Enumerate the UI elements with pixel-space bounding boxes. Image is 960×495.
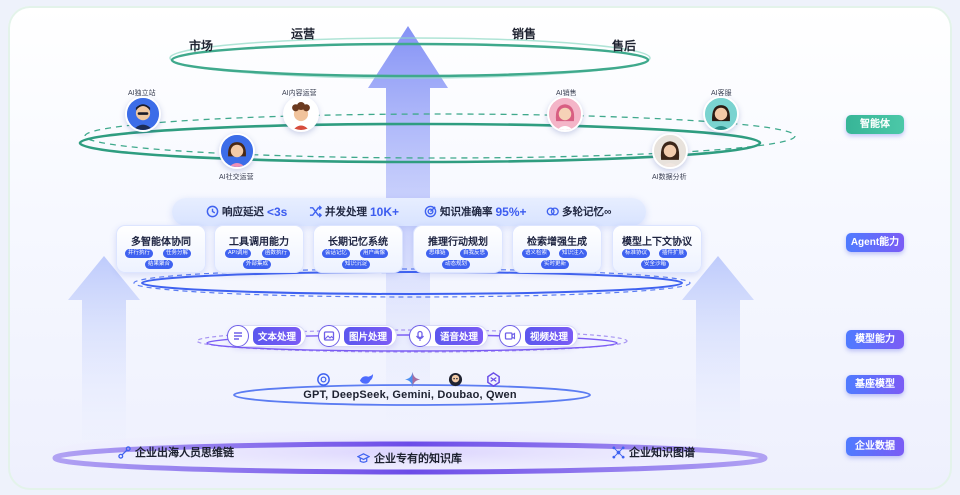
graduation-cap-icon [357, 452, 370, 463]
doubao-logo-icon [448, 372, 463, 387]
shuffle-icon [309, 205, 322, 218]
right-arrow [682, 256, 754, 440]
left-arrow [68, 256, 140, 440]
agent-name: AI数据分析 [652, 174, 687, 181]
metric-latency: 响应延迟<3s [206, 204, 287, 219]
girl-avatar-icon[interactable] [219, 133, 255, 169]
qwen-logo-icon [487, 372, 500, 387]
chat-icon [546, 207, 559, 216]
metric-memory: 多轮记忆∞ [546, 204, 612, 219]
model-ability-image[interactable]: 图片处理 [318, 325, 398, 347]
voice-processing-icon [409, 325, 431, 347]
capability-card[interactable]: 推理行动规划 思维链 自我反思 动态规划 [413, 225, 503, 273]
man-avatar-icon[interactable] [125, 96, 161, 132]
capability-card[interactable]: 检索增强生成 语义检索 知识注入 实时更新 [512, 225, 602, 273]
sales-label: 销售 [512, 27, 537, 41]
gpt-logo-icon [317, 373, 330, 386]
layer-label-agents[interactable]: 智能体 [846, 115, 904, 134]
base-model-names: GPT, DeepSeek, Gemini, Doubao, Qwen [303, 389, 517, 401]
layer-label-agent-ability[interactable]: Agent能力 [846, 233, 904, 252]
agent-name: AI客服 [711, 90, 732, 97]
pink-hair-avatar-icon[interactable] [547, 96, 583, 132]
target-icon [424, 205, 437, 218]
layer-label-enterprise-data[interactable]: 企业数据 [846, 437, 904, 456]
capability-card[interactable]: 长期记忆系统 会话记忆 用户画像 知识沉淀 [313, 225, 403, 273]
video-processing-icon [499, 325, 521, 347]
after-sales-label: 售后 [612, 39, 637, 53]
layer-label-base-model[interactable]: 基座模型 [846, 375, 904, 394]
brown-hair-avatar-icon[interactable] [652, 133, 688, 169]
enterprise-data-graph: 企业知识图谱 [612, 444, 695, 460]
capability-card[interactable]: 工具调用能力 API调用 函数执行 外部集成 [214, 225, 304, 273]
deepseek-logo-icon [359, 373, 374, 384]
chain-icon [118, 445, 131, 459]
model-ability-text[interactable]: 文本处理 [227, 325, 307, 347]
woman-avatar-icon[interactable] [703, 96, 739, 132]
operations-label: 运营 [291, 27, 316, 41]
gemini-logo-icon [405, 372, 420, 387]
capability-card[interactable]: 多智能体协同 并行执行 任务分解 结果聚合 [116, 225, 206, 273]
agent-name: AI销售 [556, 90, 577, 97]
curly-boy-avatar-icon[interactable] [283, 96, 319, 132]
agent-name: AI内容运营 [282, 90, 317, 97]
image-processing-icon [318, 325, 340, 347]
layer-label-model-ability[interactable]: 模型能力 [846, 330, 904, 349]
model-ability-voice[interactable]: 语音处理 [409, 325, 489, 347]
clock-icon [206, 205, 219, 218]
text-processing-icon [227, 325, 249, 347]
enterprise-data-kb: 企业专有的知识库 [357, 450, 462, 466]
capability-card[interactable]: 模型上下文协议 标准协议 插件扩展 安全沙箱 [612, 225, 702, 273]
agent-name: AI社交运营 [219, 174, 254, 181]
enterprise-data-chain: 企业出海人员思维链 [118, 444, 234, 460]
graph-icon [612, 445, 625, 459]
model-ability-video[interactable]: 视频处理 [499, 325, 579, 347]
market-label: 市场 [189, 39, 214, 53]
agent-name: AI独立站 [128, 90, 156, 97]
